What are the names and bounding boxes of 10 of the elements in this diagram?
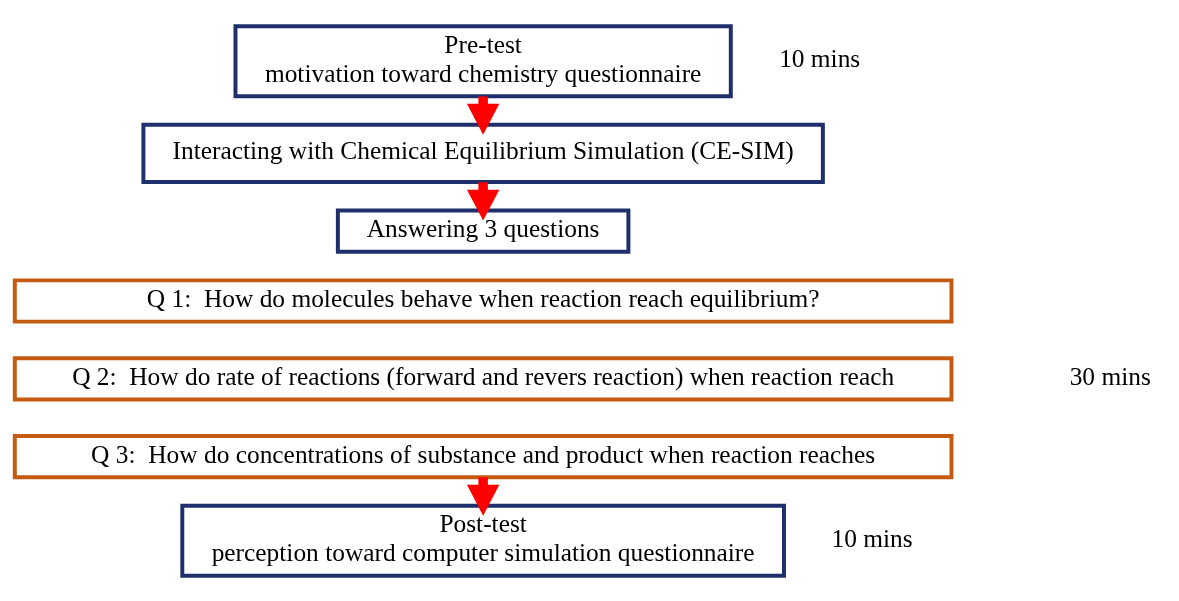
node-box: Pre-test motivation toward chemistry questionnaire — [233, 23, 733, 98]
node-box: Q 1: How do molecules behave when reaction reach equilibrium? — [12, 277, 954, 324]
node-box: Q 3: How do concentrations of substance and product when reaction reaches — [12, 433, 954, 479]
node-box: Q 2: How do rate of reactions (forward and revers reaction) when reaction reach — [12, 355, 954, 401]
node-box: Answering 3 questions — [335, 208, 631, 254]
node-label: 10 mins — [779, 43, 861, 72]
label: 30 mins — [1069, 361, 1151, 390]
node-box: Post-test perception toward computer simulation questionnaire — [180, 503, 786, 578]
node-label: 10 mins — [831, 523, 913, 552]
node-box: Interacting with Chemical Equilibrium Simulation (CE-SIM) — [141, 122, 825, 184]
